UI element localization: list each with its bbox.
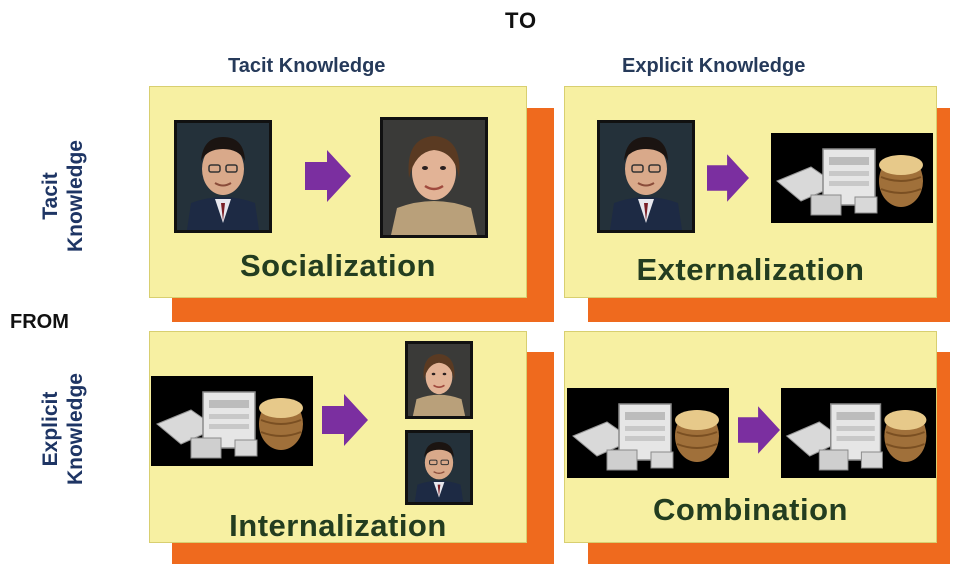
column-heading-tacit: Tacit Knowledge — [228, 55, 386, 77]
purple-arrow-icon — [305, 150, 351, 202]
man-portrait-icon — [174, 120, 272, 233]
column-heading-explicit: Explicit Knowledge — [622, 55, 806, 77]
externalization-label: Externalization — [636, 252, 865, 287]
row-heading-tacit-line1: Tacit — [39, 172, 62, 220]
documents-icon — [567, 388, 729, 478]
woman-portrait-icon — [380, 117, 488, 238]
row-heading-tacit: Tacit Knowledge — [38, 111, 90, 281]
woman-portrait-icon — [405, 341, 473, 419]
documents-icon — [151, 376, 313, 466]
from-label: FROM — [10, 311, 69, 333]
purple-arrow-icon — [738, 406, 780, 454]
row-heading-explicit-line2: Knowledge — [64, 373, 87, 486]
documents-icon — [771, 133, 933, 223]
to-label: TO — [505, 8, 538, 33]
row-heading-tacit-line2: Knowledge — [64, 140, 87, 253]
documents-icon — [781, 388, 936, 478]
row-heading-explicit-line1: Explicit — [39, 391, 62, 467]
man-portrait-icon — [405, 430, 473, 505]
combination-label: Combination — [653, 492, 848, 527]
socialization-label: Socialization — [240, 248, 436, 283]
man-portrait-icon — [597, 120, 695, 233]
purple-arrow-icon — [322, 394, 368, 446]
purple-arrow-icon — [707, 154, 749, 202]
internalization-label: Internalization — [229, 508, 447, 543]
row-heading-explicit: Explicit Knowledge — [38, 344, 90, 514]
